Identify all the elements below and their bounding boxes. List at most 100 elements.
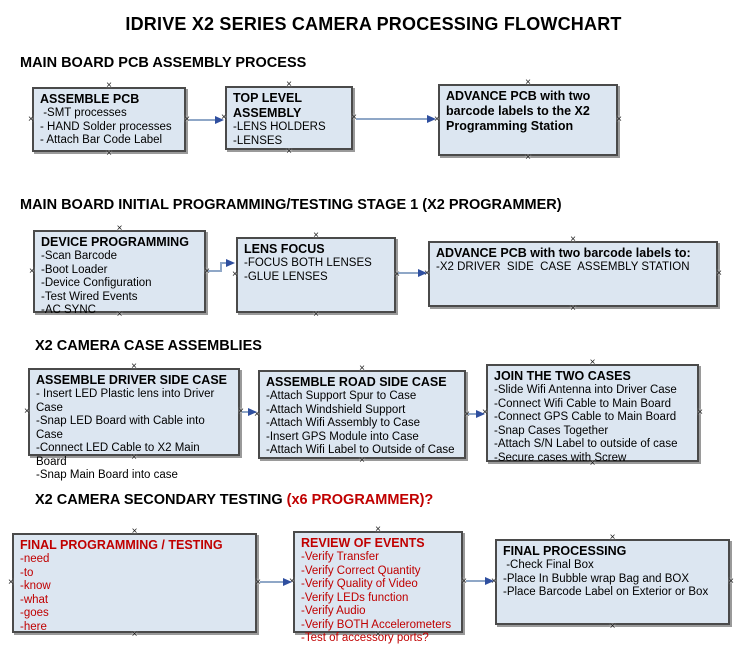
section-header-pcb-assembly: MAIN BOARD PCB ASSEMBLY PROCESS xyxy=(20,55,306,71)
box-item: - HAND Solder processes xyxy=(40,120,172,133)
box-item: -FOCUS BOTH LENSES xyxy=(244,257,372,269)
connection-handle-icon: × xyxy=(221,112,227,123)
connection-handle-icon: × xyxy=(609,621,616,632)
flow-box-top-level-assembly[interactable]: × × × × TOP LEVEL ASSEMBLY -LENS HOLDERS… xyxy=(221,80,357,157)
connection-handle-icon: × xyxy=(424,268,430,279)
connection-handle-icon: × xyxy=(716,268,722,279)
box-item: -Verify BOTH Accelerometers xyxy=(301,618,452,631)
connection-handle-icon: × xyxy=(238,406,244,417)
connection-handle-icon: × xyxy=(351,112,357,123)
box-item: -GLUE LENSES xyxy=(244,270,328,283)
box-item: -Snap Cases Together xyxy=(494,424,609,437)
connection-handle-icon: × xyxy=(254,408,260,420)
connection-handle-icon: × xyxy=(131,361,137,372)
box-item: -Attach Wifi Label to Outside of Case xyxy=(266,444,455,456)
connection-handle-icon: × xyxy=(359,363,365,374)
connection-handle-icon: × xyxy=(434,114,440,125)
flow-box-advance-pcb-driver-side-station[interactable]: × × × × ADVANCE PCB with two barcode lab… xyxy=(424,235,722,314)
box-title: ASSEMBLE PCB xyxy=(40,92,140,106)
box-item: -Test Wired Events xyxy=(41,290,138,303)
box-title: FINAL PROGRAMMING / TESTING xyxy=(20,538,223,552)
box-title: LENS FOCUS xyxy=(244,242,325,256)
connection-handle-icon: × xyxy=(482,407,488,418)
section-header-case-assemblies: X2 CAMERA CASE ASSEMBLIES xyxy=(35,338,262,354)
flow-box-device-programming[interactable]: × × × × DEVICE PROGRAMMING -Scan Barcode… xyxy=(29,224,210,320)
box-item: -Verify Quality of Video xyxy=(301,578,418,590)
connection-handle-icon: × xyxy=(313,230,319,241)
page-title: IDRIVE X2 SERIES CAMERA PROCESSING FLOWC… xyxy=(125,14,622,34)
box-title: ASSEMBLE ROAD SIDE CASE xyxy=(266,375,447,389)
connection-handle-icon: × xyxy=(255,577,261,588)
box-item: -Attach Wifi Assembly to Case xyxy=(266,417,421,429)
connection-handle-icon: × xyxy=(204,265,210,277)
box-item: -Secure cases with Screw xyxy=(494,451,627,464)
connection-handle-icon: × xyxy=(131,526,138,537)
connection-handle-icon: × xyxy=(116,223,123,234)
section-header-text: MAIN BOARD INITIAL PROGRAMMING/TESTING S… xyxy=(20,197,562,213)
connection-handle-icon: × xyxy=(728,576,734,587)
box-item: -Place Barcode Label on Exterior or Box xyxy=(503,586,709,598)
connection-handle-icon: × xyxy=(28,113,34,125)
box-item: -what xyxy=(20,593,49,606)
box-item: -Connect Wifi Cable to Main Board xyxy=(494,397,672,410)
box-title: TOP LEVEL ASSEMBLY xyxy=(233,91,305,120)
section-header-initial-programming: MAIN BOARD INITIAL PROGRAMMING/TESTING S… xyxy=(20,197,562,213)
box-item: - Attach Bar Code Label xyxy=(40,134,163,146)
box-item: -Place In Bubble wrap Bag and BOX xyxy=(503,572,690,585)
box-item: -Connect LED Cable to X2 Main Board xyxy=(36,442,203,468)
flow-box-final-programming-testing[interactable]: × × × × FINAL PROGRAMMING / TESTING -nee… xyxy=(8,527,261,640)
connection-handle-icon: × xyxy=(359,455,365,466)
box-item: -Check Final Box xyxy=(503,559,594,571)
box-item: -Verify Correct Quantity xyxy=(301,564,421,577)
box-item: -to xyxy=(20,566,34,579)
connection-handle-icon: × xyxy=(106,148,112,159)
connection-handle-icon: × xyxy=(106,80,112,91)
box-item: -Attach Windshield Support xyxy=(266,403,406,416)
connection-handle-icon: × xyxy=(286,146,292,157)
box-item: -X2 DRIVER SIDE CASE ASSEMBLY STATION xyxy=(436,261,690,273)
box-item: -Verify Audio xyxy=(301,605,366,617)
box-item: -know xyxy=(20,580,51,592)
flow-box-review-of-events[interactable]: × × × × REVIEW OF EVENTS -Verify Transfe… xyxy=(289,525,467,645)
flow-box-advance-pcb-programming-station[interactable]: × × × × ADVANCE PCB with two barcode lab… xyxy=(434,78,622,163)
flow-box-join-the-two-cases[interactable]: × × × × JOIN THE TWO CASES -Slide Wifi A… xyxy=(482,358,703,469)
box-title: DEVICE PROGRAMMING xyxy=(41,235,189,249)
box-item: -Verify Transfer xyxy=(301,551,379,563)
flow-box-lens-focus[interactable]: × × × × LENS FOCUS -FOCUS BOTH LENSES -G… xyxy=(232,231,400,320)
connection-handle-icon: × xyxy=(609,532,616,543)
box-item: -Verify LEDs function xyxy=(301,591,409,604)
connection-handle-icon: × xyxy=(313,309,319,320)
connection-handle-icon: × xyxy=(616,114,622,125)
box-item: -Attach S/N Label to outside of case xyxy=(494,438,678,450)
connection-handle-icon: × xyxy=(461,576,467,587)
flow-box-assemble-driver-side-case[interactable]: × × × × ASSEMBLE DRIVER SIDE CASE - Inse… xyxy=(24,362,244,482)
box-item: -LENSES xyxy=(233,134,283,147)
section-header-text: X2 CAMERA CASE ASSEMBLIES xyxy=(35,338,262,354)
connection-handle-icon: × xyxy=(570,303,576,314)
connection-handle-icon: × xyxy=(525,152,531,163)
connection-handle-icon: × xyxy=(697,407,703,418)
connection-handle-icon: × xyxy=(525,77,531,88)
box-title: ASSEMBLE DRIVER SIDE CASE xyxy=(36,373,228,387)
box-title: FINAL PROCESSING xyxy=(503,544,627,558)
connection-handle-icon: × xyxy=(286,79,292,90)
connection-handle-icon: × xyxy=(464,408,470,420)
connection-handle-icon: × xyxy=(589,357,596,368)
flow-box-final-processing[interactable]: × × × × FINAL PROCESSING -Check Final Bo… xyxy=(491,533,734,632)
box-item: -Scan Barcode xyxy=(41,250,118,262)
box-title: ADVANCE PCB with two barcode labels to: xyxy=(436,246,691,260)
box-item: -SMT processes xyxy=(40,107,127,119)
box-item: -Snap LED Board with Cable into Case xyxy=(36,415,208,441)
connection-handle-icon: × xyxy=(289,576,295,587)
connection-handle-icon: × xyxy=(29,265,35,277)
connection-handle-icon: × xyxy=(184,113,190,125)
flow-box-assemble-road-side-case[interactable]: × × × × ASSEMBLE ROAD SIDE CASE -Attach … xyxy=(254,364,470,466)
connection-handle-icon: × xyxy=(491,576,497,587)
box-item: -AC SYNC xyxy=(41,304,96,316)
flow-box-assemble-pcb[interactable]: × × × × ASSEMBLE PCB -SMT processes - HA… xyxy=(28,81,190,159)
section-header-text: X2 CAMERA SECONDARY TESTING xyxy=(35,492,287,508)
box-item-overflow: -Test of accessory ports? xyxy=(301,632,429,644)
connection-handle-icon: × xyxy=(232,269,238,280)
box-item: -Connect GPS Cable to Main Board xyxy=(494,411,677,423)
